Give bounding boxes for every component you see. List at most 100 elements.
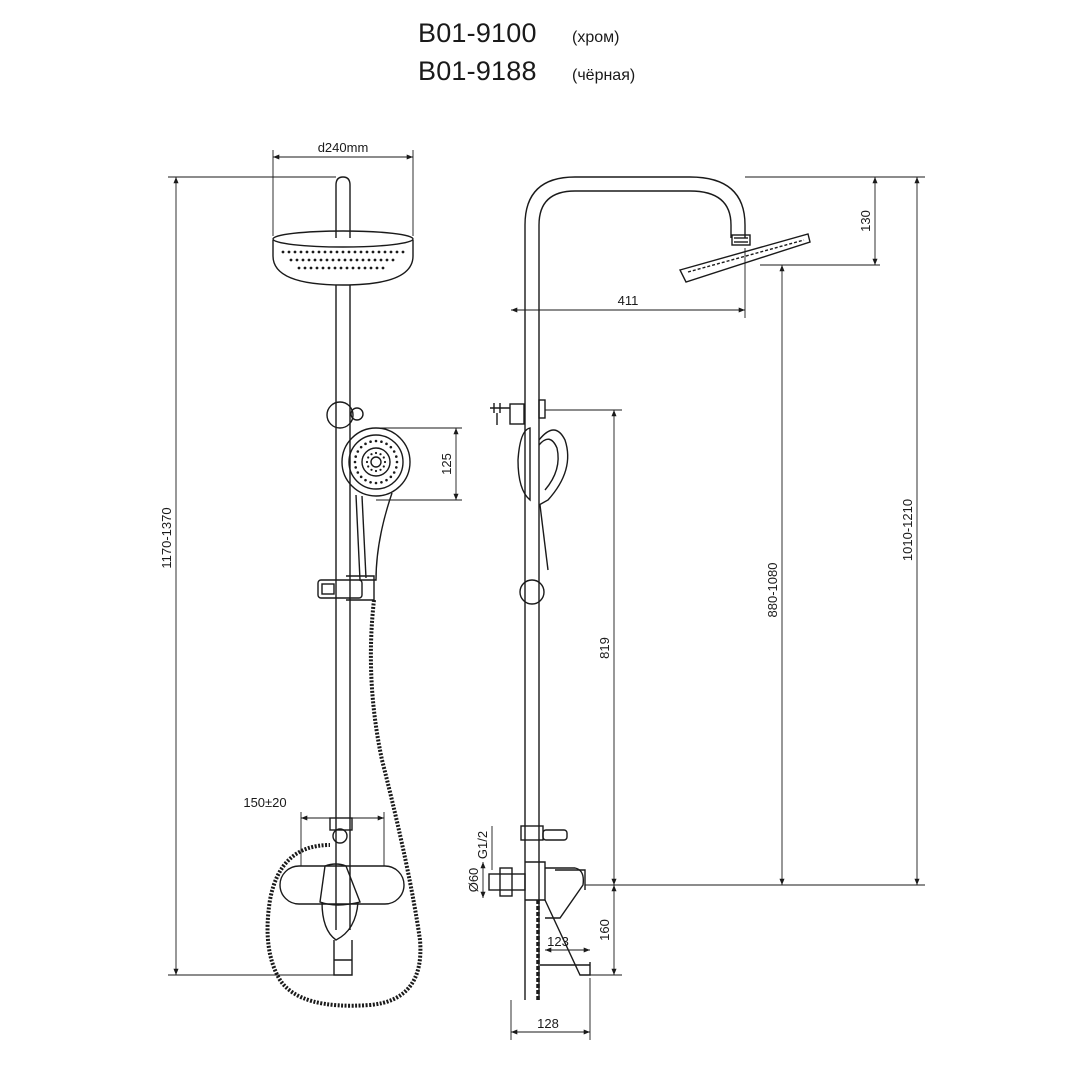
nozzle-dot — [315, 266, 319, 270]
side-mixer — [488, 861, 591, 1000]
dim-mixer-spacing: 150±20 — [243, 795, 286, 810]
nozzle-dot — [303, 266, 307, 270]
nozzle-dot — [305, 250, 309, 254]
nozzle-dot — [345, 266, 349, 270]
nozzle-dot — [353, 250, 357, 254]
hand-nozzle-dot — [380, 440, 383, 444]
hand-nozzle-dot — [370, 453, 373, 456]
nozzle-dot — [377, 250, 381, 254]
nozzle-dot — [335, 250, 339, 254]
hand-nozzle-dot — [367, 456, 370, 459]
hand-nozzle-dot — [353, 460, 357, 464]
hand-shower-front — [341, 427, 411, 581]
hand-nozzle-dot — [370, 468, 373, 471]
dim-arm-reach: 411 — [618, 293, 639, 308]
hand-nozzle-dot — [389, 475, 393, 479]
dim-head-height: 880-1080 — [765, 563, 780, 618]
dim-hand-shower: 125 — [439, 453, 454, 475]
nozzle-dot — [333, 266, 337, 270]
hand-nozzle-dot — [356, 450, 360, 453]
nozzle-dot — [391, 258, 395, 262]
nozzle-dot — [299, 250, 303, 254]
hand-nozzle-dot — [359, 445, 363, 449]
nozzle-dot — [347, 250, 351, 254]
nozzle-dot — [375, 266, 379, 270]
nozzle-dot — [289, 258, 293, 262]
nozzle-dot — [357, 266, 361, 270]
dim-head-diameter: d240mm — [318, 140, 369, 155]
nozzle-dot — [309, 266, 313, 270]
nozzle-dot — [331, 258, 335, 262]
hand-nozzle-dot — [364, 478, 367, 482]
nozzle-dot — [293, 250, 297, 254]
nozzle-dot — [351, 266, 355, 270]
nozzle-dot — [329, 250, 333, 254]
nozzle-dot — [355, 258, 359, 262]
side-head-connector — [731, 234, 751, 246]
nozzle-dot — [321, 266, 325, 270]
model-row-black: B01-9188 (чёрная) — [0, 56, 1080, 94]
nozzle-dot — [379, 258, 383, 262]
nozzle-dot — [297, 266, 301, 270]
hand-nozzle-dot — [392, 471, 396, 474]
hand-nozzle-dot — [380, 480, 383, 484]
nozzle-dot — [363, 266, 367, 270]
hand-nozzle-dot — [385, 478, 388, 482]
model-finish: (чёрная) — [572, 67, 636, 84]
hand-nozzle-dot — [374, 481, 378, 485]
side-view — [488, 176, 811, 1000]
hand-nozzle-dot — [382, 465, 385, 468]
dim-base-depth: 128 — [537, 1016, 559, 1031]
hand-nozzle-dot — [354, 466, 358, 469]
dim-bar-to-spout: 819 — [597, 637, 612, 659]
dim-flange: Ø60 — [466, 868, 481, 893]
nozzle-dot — [369, 266, 373, 270]
hand-nozzle-dot — [383, 460, 387, 464]
hand-nozzle-dot — [369, 440, 372, 444]
hand-nozzle-dot — [392, 450, 396, 453]
hand-nozzle-dot — [374, 439, 378, 443]
side-dimensions — [480, 176, 925, 1040]
hand-nozzle-dot — [356, 471, 360, 474]
hand-nozzle-dot — [379, 468, 382, 471]
nozzle-pattern — [281, 250, 405, 270]
hand-nozzle-dot — [374, 451, 378, 455]
side-lower-clamp — [520, 825, 568, 841]
hose — [265, 599, 423, 1008]
model-finish: (хром) — [572, 29, 620, 46]
nozzle-dot — [337, 258, 341, 262]
hand-nozzle-dot — [365, 460, 369, 464]
hand-nozzle-dot — [395, 460, 399, 464]
nozzle-dot — [287, 250, 291, 254]
nozzle-dot — [389, 250, 393, 254]
hand-nozzle-dot — [394, 455, 398, 458]
dim-head-drop: 130 — [858, 210, 873, 232]
nozzle-dot — [371, 250, 375, 254]
hand-nozzle-dot — [382, 456, 385, 459]
dimension-labels: d240mm 1170-1370 125 150±20 411 130 819 … — [159, 140, 915, 1031]
nozzle-dot — [313, 258, 317, 262]
dim-mixer-depth: 123 — [547, 934, 569, 949]
overhead-shower-head — [272, 230, 414, 286]
slide-holder — [317, 575, 375, 601]
nozzle-dot — [367, 258, 371, 262]
hand-nozzle-dot — [369, 480, 372, 484]
nozzle-dot — [343, 258, 347, 262]
nozzle-dot — [365, 250, 369, 254]
hand-nozzle-dot — [359, 475, 363, 479]
nozzle-dot — [381, 266, 385, 270]
nozzle-dot — [395, 250, 399, 254]
nozzle-dot — [307, 258, 311, 262]
nozzle-dot — [323, 250, 327, 254]
nozzle-dot — [301, 258, 305, 262]
hand-nozzle-dot — [354, 455, 358, 458]
dim-mixer-height: 160 — [597, 919, 612, 941]
hand-nozzle-dot — [385, 442, 388, 446]
front-view — [265, 176, 423, 1008]
upper-holder — [326, 401, 364, 429]
nozzle-dot — [325, 258, 329, 262]
dim-top-height: 1010-1210 — [900, 499, 915, 561]
front-dimensions — [168, 150, 462, 976]
top-pipe — [335, 176, 351, 238]
